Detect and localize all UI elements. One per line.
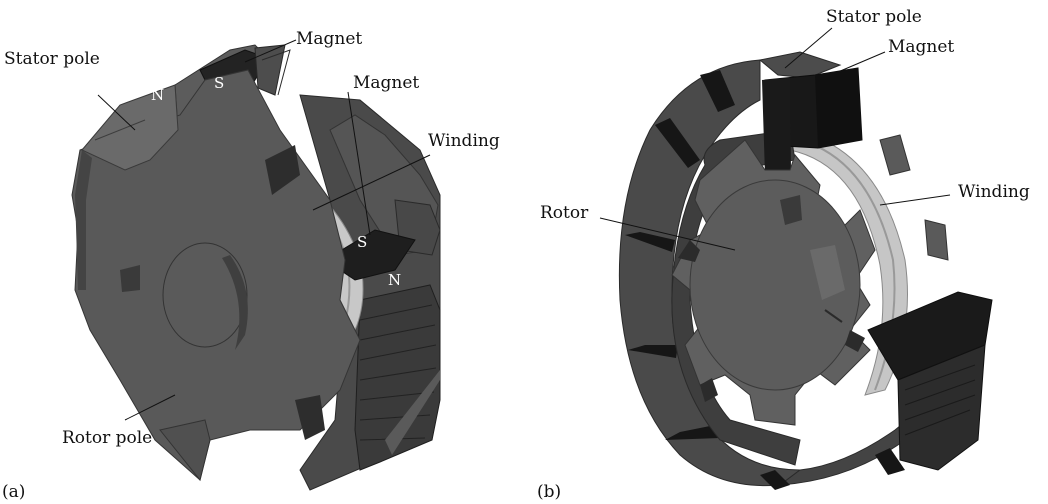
label-magnet-right-a: Magnet [353,73,419,93]
stator-pole-face-a [81,84,179,171]
rotor-a [71,69,361,482]
label-rotor-b: Rotor [540,203,589,223]
label-magnet-top-a: Magnet [296,29,362,49]
panel-label-b: (b) [537,482,561,502]
pole-mark-top-n-a: N [151,86,164,104]
leader-winding-a [312,154,431,211]
leader-winding-b [879,194,951,206]
leader-stator-pole-b [784,27,833,69]
label-rotor-pole-a: Rotor pole [62,428,152,448]
label-stator-pole-a: Stator pole [4,49,100,69]
figure-b: Stator pole Magnet Rotor Winding (b) [537,7,1030,502]
leader-rotor-b [599,217,736,251]
pole-mark-right-s-a: S [357,233,367,251]
pole-mark-top-s-a: S [214,74,224,92]
label-magnet-b: Magnet [888,37,954,57]
label-stator-pole-b: Stator pole [826,7,922,27]
leader-magnet-right-a [347,91,371,236]
leader-rotor-pole-a [124,394,176,421]
label-winding-a: Winding [428,131,500,151]
winding-ring-b [789,129,908,396]
magnet-bottom-b [867,291,993,381]
bottom-stator-pole-b [867,291,993,471]
leader-magnet-top-a [244,39,297,63]
panel-label-a: (a) [2,482,25,502]
rotor-b [671,139,876,426]
leader-stator-pole-a [97,94,136,131]
figure-a: N S S N Stator pole Magnet Magnet Windin… [2,29,500,502]
label-winding-b: Winding [958,182,1030,202]
leader-magnet-b [837,51,886,73]
shaft-a [162,242,248,348]
pole-mark-right-n-a: N [388,271,401,289]
magnet-right-a [324,229,416,281]
